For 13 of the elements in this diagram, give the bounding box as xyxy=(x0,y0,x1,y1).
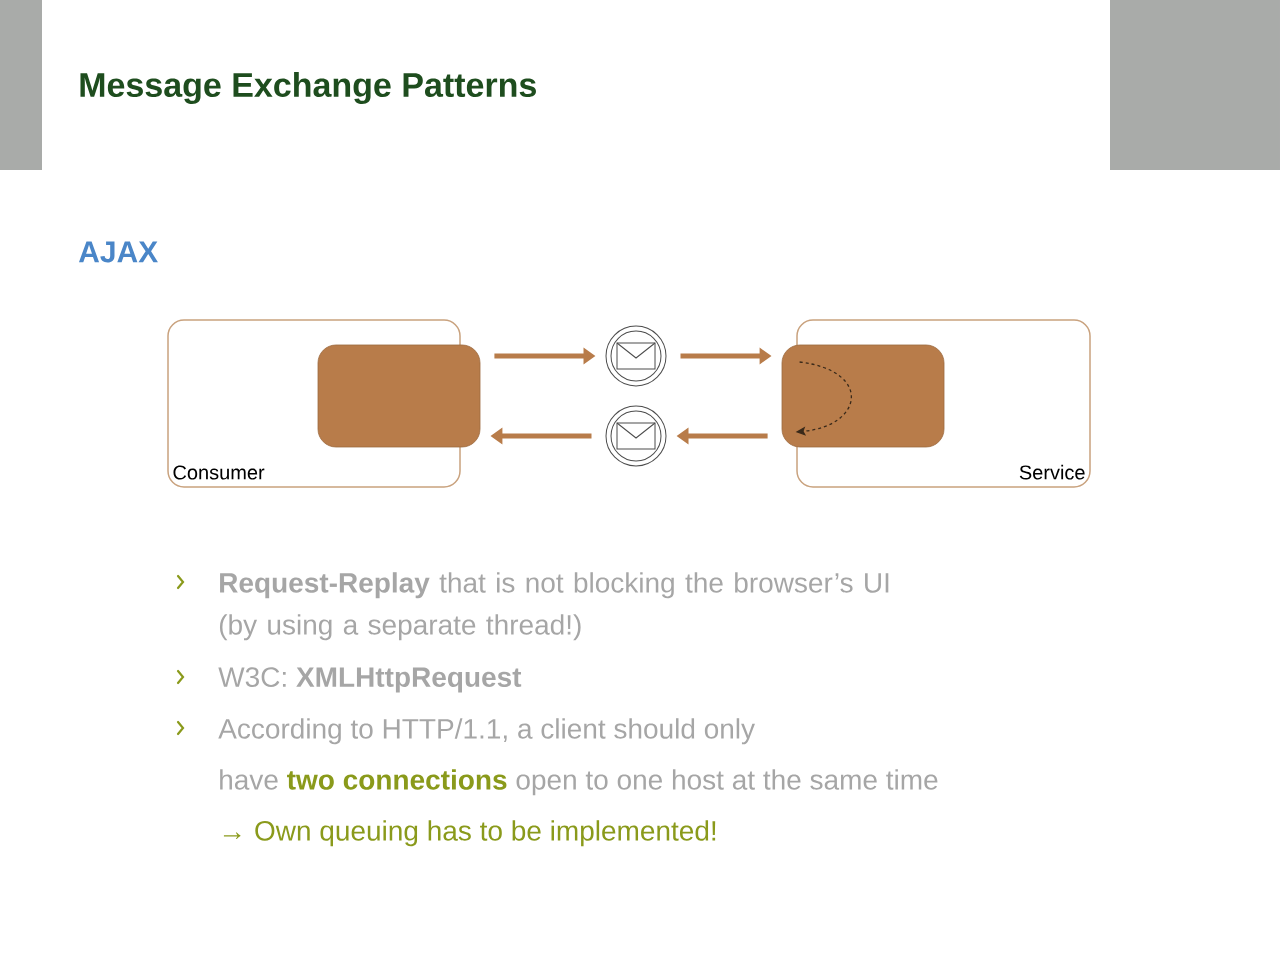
slide-title: Message Exchange Patterns xyxy=(80,72,536,104)
bullet-text: W3C: XMLHttpRequest xyxy=(218,667,522,693)
process-box xyxy=(317,344,481,448)
section-heading: AJAX xyxy=(78,241,158,263)
process-box xyxy=(781,344,945,448)
bullet-text: According to HTTP/1.1, a client should only xyxy=(218,718,755,745)
bullet-text: have two connections open to one host at the same time xyxy=(220,769,938,796)
bullet-text: Request-Replay that is not blocking the browser’s UI (by using a separate thread!) xyxy=(219,572,889,641)
container-label: Consumer xyxy=(173,465,265,480)
envelope-icon xyxy=(605,405,667,467)
bullet-text: → Own queuing has to be implemented! xyxy=(223,820,716,847)
envelope-icon xyxy=(605,325,667,387)
container-label: Service xyxy=(1019,464,1085,480)
